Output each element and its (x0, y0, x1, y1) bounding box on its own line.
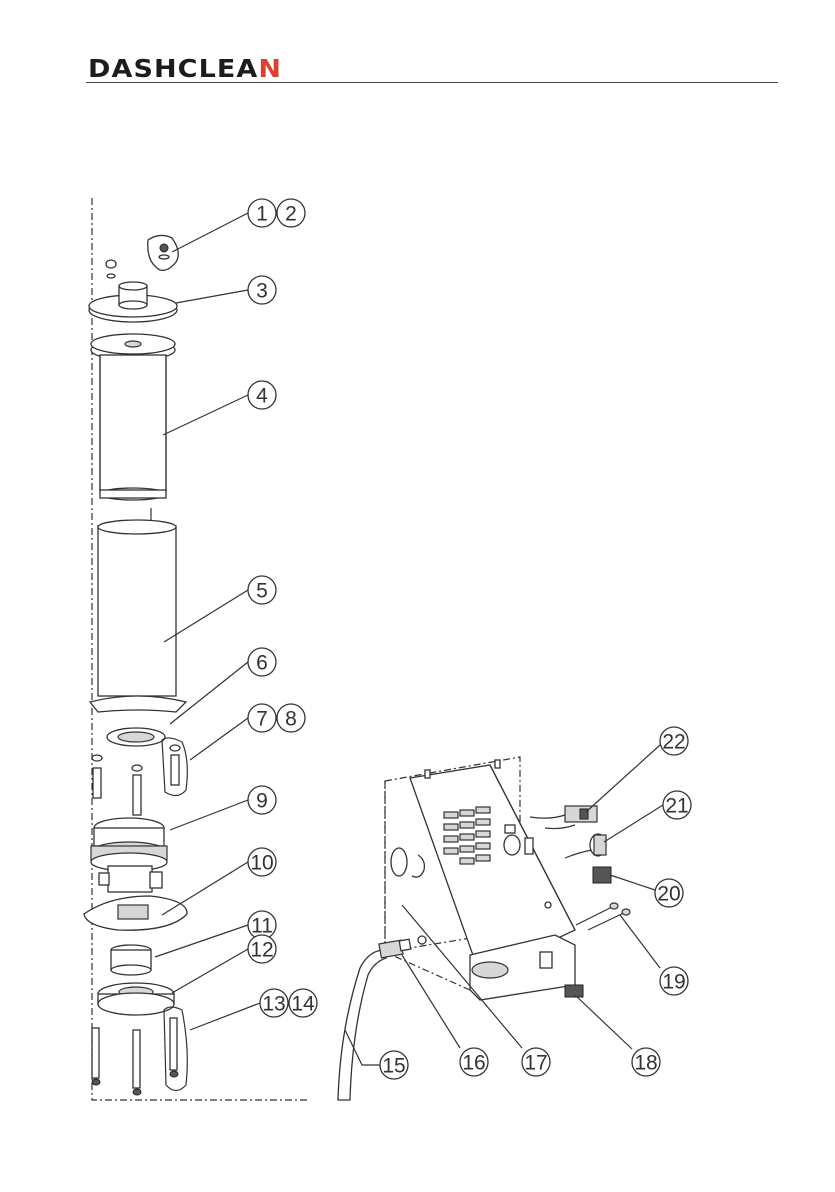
callout-21-label: 21 (665, 795, 688, 818)
callout-9: 9 (248, 786, 276, 814)
part-nut-plate (106, 235, 178, 278)
callout-21: 21 (663, 791, 691, 819)
part-rocker-switch (593, 867, 611, 883)
callout-16-label: 16 (462, 1052, 485, 1075)
part-cord-switch (530, 806, 597, 829)
callout-6-label: 6 (256, 652, 268, 675)
callout-19: 19 (660, 967, 688, 995)
part-top-cap (89, 282, 177, 322)
part-connector-block (565, 985, 583, 997)
callout-15: 15 (380, 1051, 408, 1079)
part-long-standoffs (92, 1007, 187, 1095)
callout-5-label: 5 (256, 580, 268, 603)
callout-19-label: 19 (662, 971, 685, 994)
callout-10-label: 10 (250, 852, 273, 875)
part-motor-plate (84, 896, 187, 930)
callout-13: 13 (260, 989, 288, 1017)
part-filter-cartridge (91, 334, 175, 500)
callout-13-label: 13 (262, 993, 285, 1016)
callout-20: 20 (655, 879, 683, 907)
part-base-ring (98, 983, 174, 1015)
callout-22: 22 (660, 727, 688, 755)
part-outer-cylinder (90, 508, 186, 712)
callout-11-label: 11 (251, 915, 273, 938)
callout-3-label: 3 (256, 280, 268, 303)
callout-7-label: 7 (256, 708, 268, 731)
callout-12-label: 12 (250, 939, 273, 962)
callout-3: 3 (248, 276, 276, 304)
callout-1: 1 (248, 199, 276, 227)
callout-5: 5 (248, 576, 276, 604)
callout-7: 7 (248, 704, 276, 732)
part-standoff-bolts (92, 738, 187, 815)
callout-20-label: 20 (657, 883, 680, 906)
callout-6: 6 (248, 648, 276, 676)
part-pins (576, 903, 630, 930)
callout-17: 17 (522, 1048, 550, 1076)
callout-4-label: 4 (256, 385, 268, 408)
callout-18-label: 18 (634, 1052, 657, 1075)
part-round-plug (565, 834, 606, 858)
callout-9-label: 9 (256, 790, 268, 813)
callout-leaders (155, 213, 663, 1065)
callout-10: 10 (248, 848, 276, 876)
callout-18: 18 (632, 1048, 660, 1076)
callout-4: 4 (248, 381, 276, 409)
callout-12: 12 (248, 935, 276, 963)
callout-2-label: 2 (285, 203, 297, 226)
callout-8: 8 (277, 704, 305, 732)
callout-2: 2 (277, 199, 305, 227)
part-chassis-frame (385, 757, 575, 1000)
callout-1-label: 1 (256, 203, 268, 226)
part-vacuum-motor (91, 818, 167, 892)
callout-15-label: 15 (382, 1055, 405, 1078)
callout-22-label: 22 (662, 731, 685, 754)
callout-8-label: 8 (285, 708, 297, 731)
part-sleeve (111, 945, 151, 975)
callout-16: 16 (460, 1048, 488, 1076)
callout-14: 14 (289, 989, 317, 1017)
part-gasket-ring (107, 728, 165, 746)
callout-14-label: 14 (291, 993, 315, 1016)
callout-17-label: 17 (524, 1052, 547, 1075)
